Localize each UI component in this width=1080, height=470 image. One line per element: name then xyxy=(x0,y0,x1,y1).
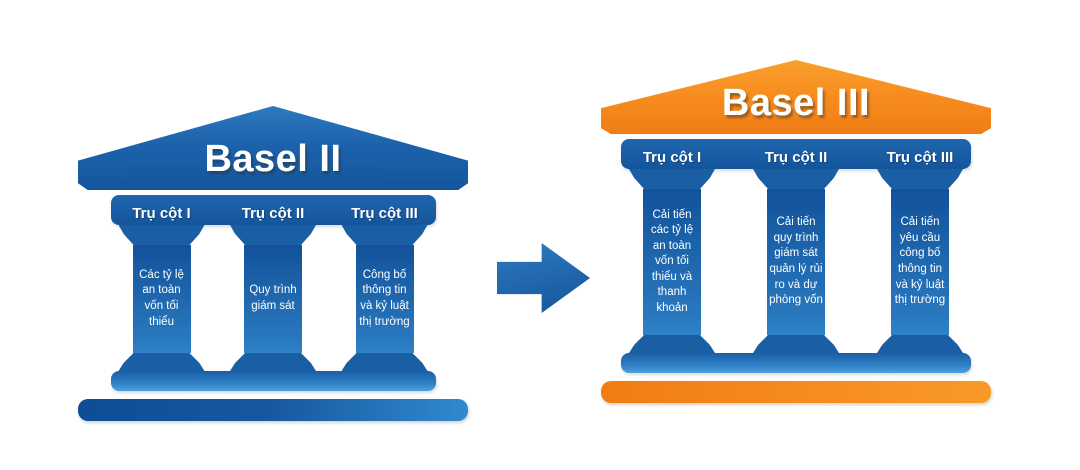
pillar-foot xyxy=(230,353,316,371)
pillar-capital xyxy=(230,225,316,245)
pillar-capital xyxy=(118,225,205,245)
basel3-colonnade: Cải tiến các tỷ lệ an toàn vốn tối thiểu… xyxy=(621,169,971,353)
basel2-entablature: Trụ cột I Trụ cột II Trụ cột III xyxy=(110,195,436,225)
basel2-pillar2: Quy trình giám sát xyxy=(230,225,316,371)
pillar-foot xyxy=(877,335,963,353)
basel2-title: Basel II xyxy=(204,138,342,180)
basel2-base xyxy=(78,399,468,421)
basel2-pillar1: Các tỷ lệ an toàn vốn tối thiểu xyxy=(118,225,205,371)
pillar-foot xyxy=(753,335,839,353)
basel3-pillar3: Cải tiến yêu cầu công bố thông tin và kỷ… xyxy=(877,169,963,353)
basel3-entablature: Trụ cột I Trụ cột II Trụ cột III xyxy=(621,139,971,169)
basel2-roof: Basel II xyxy=(78,106,468,190)
pillar-capital xyxy=(629,169,715,189)
basel3-pillar2-label: Trụ cột II xyxy=(764,149,828,166)
basel3-pillar1: Cải tiến các tỷ lệ an toàn vốn tối thiểu… xyxy=(629,169,715,353)
basel2-pillar3-label: Trụ cột III xyxy=(351,205,418,222)
pillar-capital xyxy=(877,169,963,189)
basel3-pillar2: Cải tiến quy trình giám sát quản lý rủi … xyxy=(753,169,839,353)
pillar-foot xyxy=(629,335,715,353)
basel3-title: Basel III xyxy=(721,82,871,124)
basel3-base xyxy=(601,381,991,403)
pillar-capital xyxy=(753,169,839,189)
right-arrow-icon xyxy=(497,243,590,313)
pillar-capital xyxy=(341,225,428,245)
basel2-pillar2-text: Quy trình giám sát xyxy=(244,245,302,353)
basel2-pillar1-text: Các tỷ lệ an toàn vốn tối thiểu xyxy=(132,245,191,353)
basel2-pillar1-label: Trụ cột I xyxy=(132,205,191,222)
basel2-pillar3: Công bố thông tin và kỷ luật thị trường xyxy=(341,225,428,371)
basel2-temple: Basel II Trụ cột I Trụ cột II Trụ cột II… xyxy=(78,106,468,421)
basel3-pillar1-text: Cải tiến các tỷ lệ an toàn vốn tối thiểu… xyxy=(643,189,701,335)
pillar-foot xyxy=(341,353,428,371)
basel2-pillar3-text: Công bố thông tin và kỷ luật thị trường xyxy=(355,245,414,353)
basel2-colonnade: Các tỷ lệ an toàn vốn tối thiểu Quy trìn… xyxy=(111,225,436,371)
basel3-roof: Basel III xyxy=(601,60,991,134)
basel3-pillar3-text: Cải tiến yêu cầu công bố thông tin và kỷ… xyxy=(891,189,949,335)
basel3-pillar3-label: Trụ cột III xyxy=(886,149,954,166)
basel3-pillar2-text: Cải tiến quy trình giám sát quản lý rủi … xyxy=(767,189,825,335)
basel3-temple: Basel III Trụ cột I Trụ cột II Trụ cột I… xyxy=(601,60,991,403)
basel2-stylobate xyxy=(110,371,436,391)
basel3-stylobate xyxy=(621,353,971,373)
basel3-pillar1-label: Trụ cột I xyxy=(642,149,702,166)
basel2-pillar2-label: Trụ cột II xyxy=(241,205,305,222)
pillar-foot xyxy=(118,353,205,371)
